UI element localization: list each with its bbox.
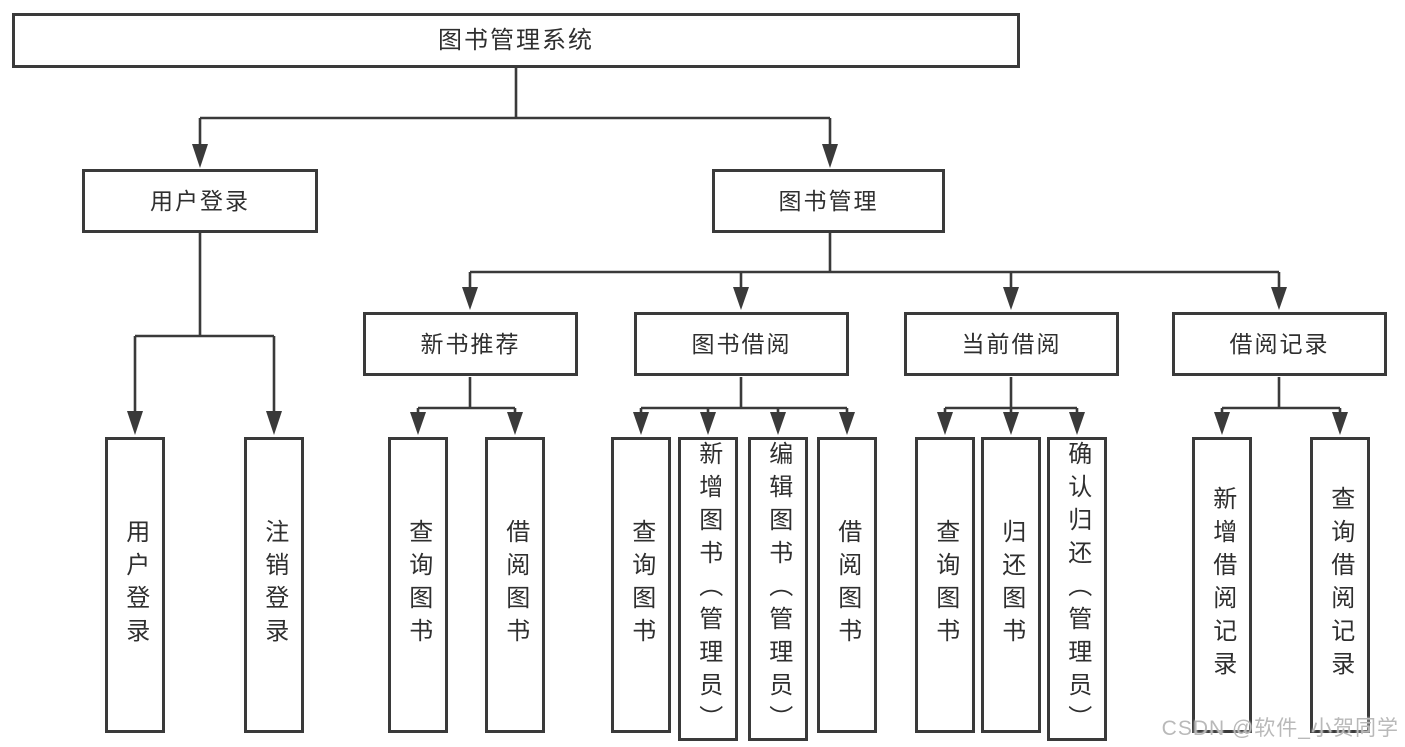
leaf-query-books-borrowing: 查询图书	[611, 437, 671, 733]
node-label: 新增图书（管理员）	[694, 440, 722, 738]
node-label: 新增借阅记录	[1208, 486, 1236, 684]
node-label: 借阅图书	[833, 519, 861, 651]
leaf-query-books-current: 查询图书	[915, 437, 975, 733]
node-label: 借阅图书	[501, 519, 529, 651]
node-label: 图书管理系统	[438, 26, 594, 54]
node-label: 查询借阅记录	[1326, 486, 1354, 684]
leaf-borrow-books-borrowing: 借阅图书	[817, 437, 877, 733]
node-label: 查询图书	[931, 519, 959, 651]
node-label: 注销登录	[260, 519, 288, 651]
node-label: 查询图书	[404, 519, 432, 651]
node-current-borrowing: 当前借阅	[904, 312, 1119, 376]
leaf-confirm-return-admin: 确认归还（管理员）	[1047, 437, 1107, 741]
node-label: 查询图书	[627, 519, 655, 651]
node-book-borrowing: 图书借阅	[634, 312, 849, 376]
leaf-borrow-books-recommend: 借阅图书	[485, 437, 545, 733]
leaf-query-borrow-record: 查询借阅记录	[1310, 437, 1370, 733]
leaf-edit-books-admin: 编辑图书（管理员）	[748, 437, 808, 741]
node-label: 当前借阅	[961, 330, 1062, 357]
node-label: 新书推荐	[420, 330, 521, 357]
node-library-management-system: 图书管理系统	[12, 13, 1020, 68]
leaf-user-login: 用户登录	[105, 437, 165, 733]
leaf-add-books-admin: 新增图书（管理员）	[678, 437, 738, 741]
node-label: 用户登录	[150, 187, 250, 214]
node-label: 归还图书	[997, 519, 1025, 651]
node-label: 图书借阅	[691, 330, 792, 357]
leaf-return-books: 归还图书	[981, 437, 1041, 733]
node-label: 用户登录	[121, 519, 149, 651]
node-user-login: 用户登录	[82, 169, 318, 233]
node-label: 借阅记录	[1229, 330, 1330, 357]
node-new-book-recommend: 新书推荐	[363, 312, 578, 376]
node-label: 图书管理	[778, 187, 879, 214]
node-label: 确认归还（管理员）	[1063, 440, 1091, 738]
leaf-logout: 注销登录	[244, 437, 304, 733]
node-borrowing-records: 借阅记录	[1172, 312, 1387, 376]
leaf-add-borrow-record: 新增借阅记录	[1192, 437, 1252, 733]
csdn-watermark: CSDN @软件_小贺同学	[1161, 717, 1399, 740]
node-book-management: 图书管理	[712, 169, 945, 233]
leaf-query-books-recommend: 查询图书	[388, 437, 448, 733]
node-label: 编辑图书（管理员）	[764, 440, 792, 738]
